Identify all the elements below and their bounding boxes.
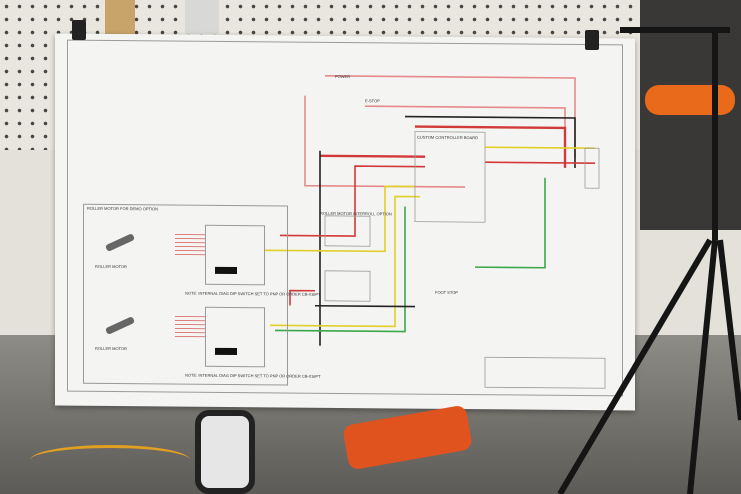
ruler (185, 0, 219, 34)
wood-strip (105, 0, 135, 34)
tripod-dark-area (640, 0, 741, 230)
wire-traces (175, 75, 606, 389)
binder-clip (585, 30, 599, 50)
binder-clip (72, 20, 86, 40)
wire-bundle (30, 445, 190, 475)
orange-tool (645, 85, 735, 115)
cordless-drill (195, 410, 255, 494)
wiring-diagram-poster: ROLLER MOTOR FOR DEMO OPTION ROLLER MOTO… (55, 33, 635, 411)
